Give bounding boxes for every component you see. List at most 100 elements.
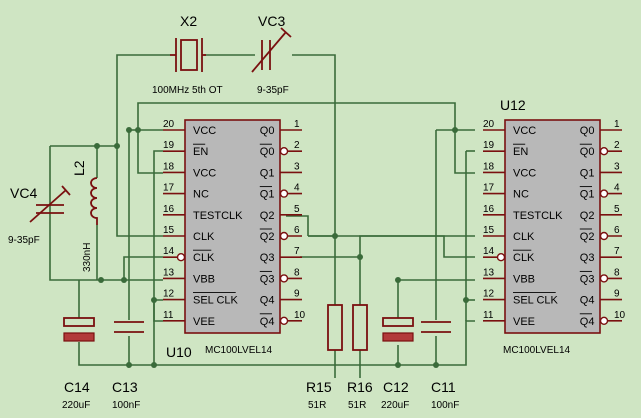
pin-number: 16 [483, 204, 495, 215]
pin-number: 6 [294, 225, 300, 236]
ic-body [184, 119, 281, 334]
pin-name: VCC [513, 167, 536, 179]
pin-name: Q3 [260, 273, 275, 285]
c11-value: 100nF [431, 400, 459, 411]
l2-value: 330nH [82, 243, 93, 272]
pin-number: 2 [294, 140, 300, 151]
pin-name: VCC [513, 125, 536, 137]
pin-number: 13 [163, 267, 175, 278]
pin-name: Q0 [260, 146, 275, 158]
crystal-x2: X2 100MHz 5th OT [152, 13, 223, 96]
pin-inversion-bubble [176, 253, 186, 262]
pin-number: 18 [483, 161, 495, 172]
pin-name: Q0 [580, 125, 595, 137]
r16-body [352, 304, 368, 351]
pin-name: Q0 [260, 125, 275, 137]
junction [452, 127, 458, 133]
inductor-l2: L2 330nH [71, 160, 98, 272]
pin-number: 10 [294, 310, 306, 321]
pin-name: Q1 [260, 167, 275, 179]
junction [114, 143, 120, 149]
pin-name: Q2 [260, 210, 275, 222]
junction [151, 362, 157, 368]
pin-name: Q4 [580, 316, 595, 328]
capacitor-c12: C12 220uF [381, 317, 414, 411]
pin-number: 8 [614, 267, 620, 278]
pin-number: 17 [483, 183, 495, 194]
c14-value: 220uF [62, 400, 90, 411]
pin-name: Q3 [260, 252, 275, 264]
pin-number: 3 [614, 161, 620, 172]
r16-ref: R16 [347, 379, 373, 395]
junction [126, 127, 132, 133]
pin-number: 1 [294, 119, 300, 130]
pin-name: TESTCLK [513, 210, 563, 222]
junction [433, 362, 439, 368]
pin-number: 9 [294, 289, 300, 300]
junction [357, 254, 363, 260]
ic-u12-pins: 20VCC19EN18VCC17NC16TESTCLK15CLK14CLK13V… [483, 119, 626, 328]
wire-u10-q2bar [300, 235, 475, 258]
c11-ref: C11 [431, 379, 456, 395]
pin-name: Q4 [260, 295, 275, 307]
pin-name: CLK [193, 231, 215, 243]
ic-u10: 20VCC19EN18VCC17NC16TESTCLK15CLK14CLK13V… [163, 119, 306, 360]
pin-inversion-bubble [599, 189, 609, 198]
pin-name: TESTCLK [193, 210, 243, 222]
r16-value: 51R [348, 400, 366, 411]
crystal-body [180, 39, 198, 71]
x2-value: 100MHz 5th OT [152, 85, 223, 96]
junction [98, 277, 104, 283]
pin-name: Q1 [260, 189, 275, 201]
pin-name: VCC [193, 125, 216, 137]
pin-number: 11 [483, 310, 494, 321]
pin-name: Q3 [580, 273, 595, 285]
wires [49, 54, 475, 378]
pin-inversion-bubble [279, 316, 289, 325]
pin-name: SEL CLK [513, 295, 559, 307]
pin-number: 5 [294, 204, 300, 215]
pin-number: 19 [483, 140, 495, 151]
pin-name: VEE [193, 316, 215, 328]
pin-name: VBB [513, 273, 535, 285]
ic-body [504, 119, 601, 334]
ic-u12: 20VCC19EN18VCC17NC16TESTCLK15CLK14CLK13V… [483, 97, 626, 356]
pin-inversion-bubble [279, 274, 289, 283]
l2-coil [90, 177, 98, 225]
c12-plate-top [382, 317, 414, 327]
wire-vcc-rail [137, 102, 475, 174]
vc3-ref: VC3 [258, 13, 285, 29]
pin-name: CLK [193, 252, 215, 264]
trimmer-vc4: VC4 9-35pF [8, 185, 71, 246]
pin-number: 11 [163, 310, 174, 321]
pin-number: 2 [614, 140, 620, 151]
pin-name: Q1 [580, 189, 595, 201]
pin-name: NC [513, 189, 529, 201]
junction [126, 362, 132, 368]
wire-u10-vee [153, 300, 163, 322]
ic-ref: U10 [166, 344, 192, 360]
x2-ref: X2 [180, 13, 197, 29]
pin-name: CLK [513, 252, 535, 264]
pin-number: 4 [614, 183, 620, 194]
pin-number: 13 [483, 267, 495, 278]
pin-name: Q3 [580, 252, 595, 264]
l2-ref: L2 [71, 160, 87, 176]
ic-part-number: MC100LVEL14 [503, 345, 571, 356]
pin-name: Q1 [580, 167, 595, 179]
pin-inversion-bubble [279, 189, 289, 198]
wire-ground-bus [78, 320, 475, 366]
pin-name: NC [193, 189, 209, 201]
junction [463, 297, 469, 303]
vc3-value: 9-35pF [257, 85, 289, 96]
resistor-r16: R16 51R [347, 304, 373, 411]
wire-u10-selclk [153, 299, 163, 365]
pin-inversion-bubble [279, 231, 289, 241]
pin-inversion-bubble [279, 146, 289, 156]
junction [395, 362, 401, 368]
pin-number: 16 [163, 204, 175, 215]
pin-number: 7 [614, 246, 620, 257]
junction [135, 127, 141, 133]
pin-name: SEL CLK [193, 295, 239, 307]
